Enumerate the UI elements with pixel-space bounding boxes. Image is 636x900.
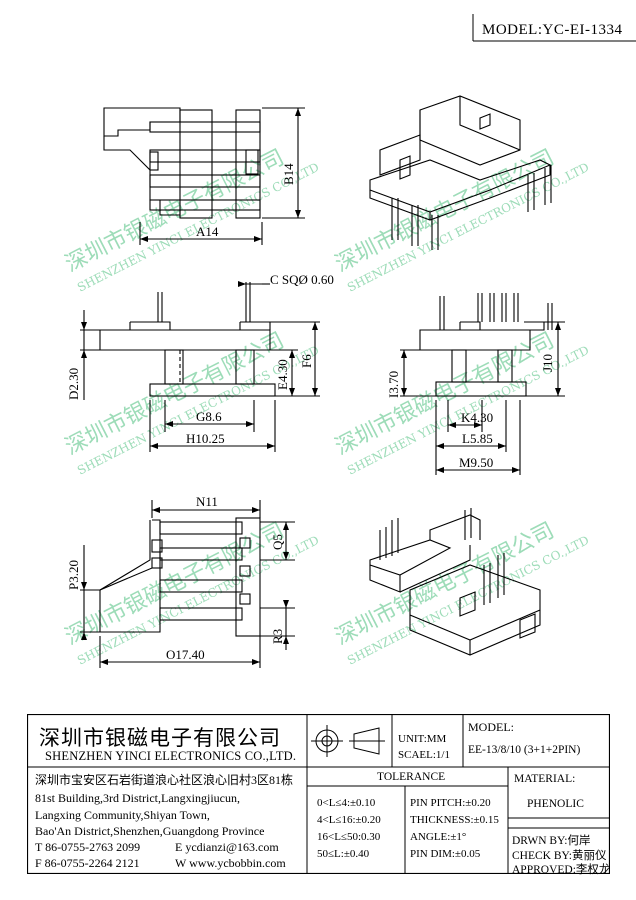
address-line-4: Bao'An District,Shenzhen,Guangdong Provi… xyxy=(35,824,265,838)
angle: ANGLE:±1° xyxy=(410,831,467,843)
svg-text:深圳市银磁电子有限公司: 深圳市银磁电子有限公司 xyxy=(331,328,558,460)
dim-e430: E4.30 xyxy=(275,359,290,390)
dim-b14: B14 xyxy=(281,163,296,185)
dim-l585: L5.85 xyxy=(462,431,493,446)
dim-k430: K4.30 xyxy=(461,410,493,425)
unit-label: UNIT:MM xyxy=(398,733,447,745)
dim-j10: J10 xyxy=(540,354,555,372)
checked-by: CHECK BY:黄丽仪 xyxy=(512,850,607,862)
pin-pitch: PIN PITCH:±0.20 xyxy=(410,797,491,809)
scale-label: SCAEL:1/1 xyxy=(398,749,450,761)
pin-dim: PIN DIM:±0.05 xyxy=(410,848,481,860)
dim-q5: Q5 xyxy=(270,534,285,550)
address-line-3: Langxing Community,Shiyan Town, xyxy=(35,808,210,822)
projection-symbol-icon xyxy=(311,725,385,757)
dim-g86: G8.6 xyxy=(196,409,222,424)
dim-r3: R3 xyxy=(270,629,285,644)
thickness: THICKNESS:±0.15 xyxy=(410,814,499,826)
svg-text:SHENZHEN YINCI ELECTRONICS CO.: SHENZHEN YINCI ELECTRONICS CO.,LTD xyxy=(345,533,591,668)
drawn-by: DRWN BY:何岸 xyxy=(512,835,591,847)
tolerance-row-3: 16<L≤50:0.30 xyxy=(317,831,381,843)
dim-c-sq: C SQØ 0.60 xyxy=(270,272,334,287)
website: W www.ycbobbin.com xyxy=(175,856,286,870)
svg-text:深圳市银磁电子有限公司: 深圳市银磁电子有限公司 xyxy=(61,518,288,650)
fax: F 86-0755-2264 2121 xyxy=(35,856,140,870)
title-block-grid xyxy=(27,714,610,874)
watermark: 深圳市银磁电子有限公司 SHENZHEN YINCI ELECTRONICS C… xyxy=(61,145,591,667)
material-value: PHENOLIC xyxy=(527,798,584,810)
material-label: MATERIAL: xyxy=(514,773,576,785)
tolerance-row-2: 4<L≤16:±0.20 xyxy=(317,814,381,826)
email: E ycdianzi@163.com xyxy=(175,840,279,854)
address-line-1: 深圳市宝安区石岩街道浪心社区浪心旧村3区81栋 xyxy=(35,773,294,787)
tolerance-title: TOLERANCE xyxy=(377,771,446,783)
approved-by: APPROVED:李权龙 xyxy=(512,864,611,876)
dim-o1740: O17.40 xyxy=(166,647,205,662)
iso-view-top xyxy=(369,95,552,250)
model-label: MODEL: xyxy=(468,720,514,734)
company-name-en: SHENZHEN YINCI ELECTRONICS CO.,LTD. xyxy=(45,749,297,763)
top-left-view xyxy=(103,107,305,245)
dim-n11: N11 xyxy=(196,494,218,509)
svg-text:SHENZHEN YINCI ELECTRONICS CO.: SHENZHEN YINCI ELECTRONICS CO.,LTD xyxy=(345,160,591,295)
address-line-2: 81st Building,3rd District,Langxingjiucu… xyxy=(35,791,240,805)
dim-p320: P3.20 xyxy=(66,560,81,590)
telephone: T 86-0755-2763 2099 xyxy=(35,840,141,854)
title-block: 深圳市银磁电子有限公司 SHENZHEN YINCI ELECTRONICS C… xyxy=(27,714,611,876)
dim-i370: I3.70 xyxy=(386,371,401,398)
dim-h1025: H10.25 xyxy=(186,431,225,446)
dim-a14: A14 xyxy=(196,224,219,239)
svg-text:深圳市银磁电子有限公司: 深圳市银磁电子有限公司 xyxy=(61,328,288,460)
company-name-cn: 深圳市银磁电子有限公司 xyxy=(39,726,281,750)
model-value: EE-13/8/10 (3+1+2PIN) xyxy=(468,744,581,756)
dim-d230: D2.30 xyxy=(66,368,81,400)
svg-text:深圳市银磁电子有限公司: 深圳市银磁电子有限公司 xyxy=(61,145,288,277)
tolerance-row-4: 50≤L:±0.40 xyxy=(317,848,370,860)
side-view xyxy=(400,293,565,475)
dim-f6: F6 xyxy=(299,354,314,368)
model-number-header: MODEL:YC-EI-1334 xyxy=(482,22,623,38)
iso-view-bottom xyxy=(369,508,541,656)
dim-m950: M9.50 xyxy=(459,455,493,470)
tolerance-row-1: 0<L≤4:±0.10 xyxy=(317,797,376,809)
